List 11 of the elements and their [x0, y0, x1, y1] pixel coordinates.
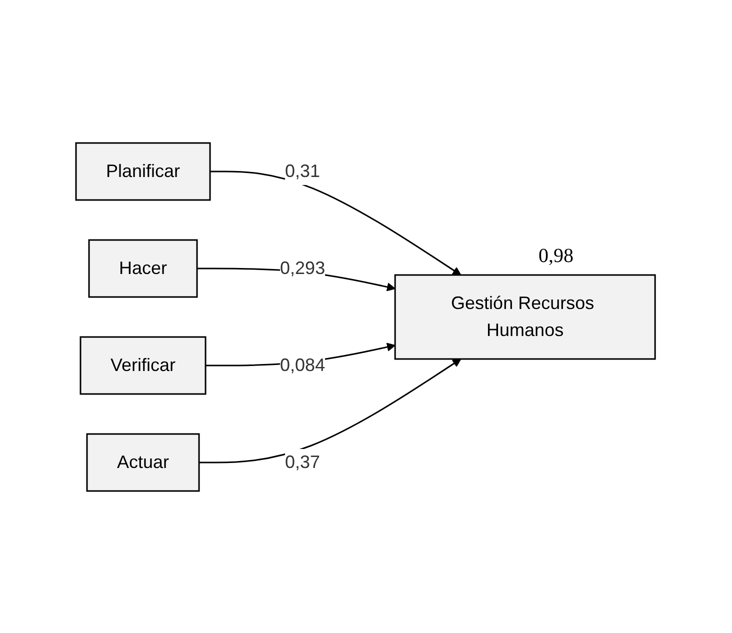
node-box: Actuar — [86, 432, 200, 492]
node-box: Gestión Recursos Humanos — [394, 274, 656, 360]
node-box: Verificar — [80, 336, 207, 394]
arrow — [199, 358, 462, 463]
edge-label: 0,37 — [285, 452, 321, 472]
edge-label: 0,084 — [280, 354, 326, 374]
edge-label: 0,293 — [280, 258, 326, 278]
edge-label: 0,31 — [285, 160, 321, 180]
arrow — [210, 170, 462, 275]
node-box: Hacer — [88, 238, 198, 298]
node-box: Planificar — [76, 142, 212, 200]
